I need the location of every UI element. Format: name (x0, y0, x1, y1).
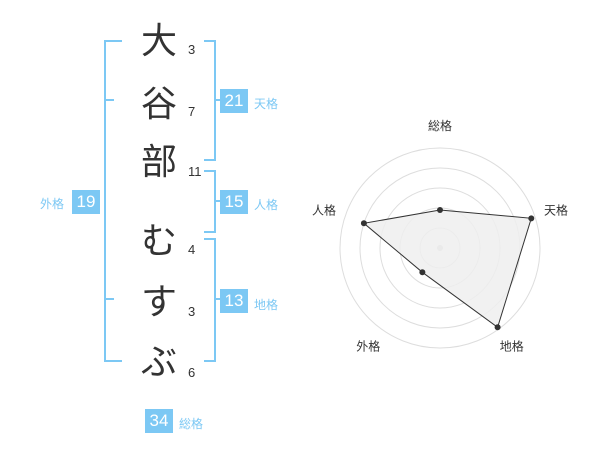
name-char-1: 大 (140, 21, 177, 62)
radar-point-4 (419, 269, 426, 276)
tenkaku-label: 天格 (254, 97, 279, 111)
name-char-6: ぶ (140, 342, 177, 383)
stroke-count-5: 3 (188, 304, 196, 319)
radar-axis-label-2: 天格 (544, 202, 568, 217)
stroke-count-3: 11 (188, 164, 202, 179)
radar-point-1 (437, 207, 443, 213)
gaikaku-badge: 19 (72, 190, 100, 214)
jinkaku-label: 人格 (254, 198, 279, 212)
radar-ring-5 (339, 147, 541, 349)
radar-axis-label-3: 地格 (500, 339, 524, 354)
radar-value-polygon (362, 209, 532, 329)
name-char-2: 谷 (140, 84, 177, 125)
name-char-5: す (140, 282, 177, 323)
tenkaku-bracket-tick (214, 99, 220, 101)
name-char-3: 部 (140, 142, 177, 183)
soukaku-badge: 34 (145, 409, 173, 433)
stroke-count-6: 6 (188, 365, 196, 380)
chikaku-bracket (204, 238, 216, 362)
stroke-count-4: 4 (188, 242, 196, 257)
chikaku-badge: 13 (220, 289, 248, 313)
gaikaku-bracket-tick-1 (104, 99, 114, 101)
chikaku-label: 地格 (254, 298, 279, 312)
tenkaku-badge: 21 (220, 89, 248, 113)
stroke-count-2: 7 (188, 104, 196, 119)
gaikaku-label: 外格 (40, 197, 65, 211)
radar-point-3 (494, 324, 501, 331)
gaikaku-bracket (104, 40, 122, 362)
jinkaku-bracket-tick (214, 200, 220, 202)
soukaku-label: 総格 (179, 417, 204, 431)
radar-point-5 (360, 220, 367, 227)
radar-point-2 (528, 215, 535, 222)
chikaku-bracket-tick (214, 298, 220, 300)
radar-axis-label-4: 外格 (356, 339, 380, 354)
radar-axis-label-1: 総格 (428, 118, 452, 133)
radar-axis-label-5: 人格 (312, 202, 336, 217)
name-char-4: む (140, 221, 177, 262)
stroke-count-1: 3 (188, 42, 196, 57)
gaikaku-bracket-tick-2 (104, 298, 114, 300)
jinkaku-badge: 15 (220, 190, 248, 214)
